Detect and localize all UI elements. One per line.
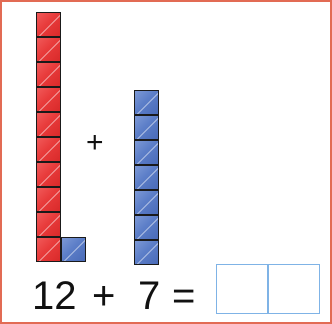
operator-plus: + xyxy=(92,276,115,316)
addend-b: 7 xyxy=(138,276,160,316)
blue-unit-cube xyxy=(61,237,86,262)
answer-ones-box[interactable] xyxy=(268,264,320,314)
addend-a: 12 xyxy=(32,276,77,316)
equals-sign: = xyxy=(172,276,195,316)
plus-symbol: + xyxy=(86,128,104,158)
blue-unit-cube xyxy=(134,115,159,140)
red-unit-cube xyxy=(36,237,61,262)
red-unit-cube xyxy=(36,87,61,112)
red-unit-cube xyxy=(36,137,61,162)
red-ten-rod xyxy=(36,12,61,262)
red-unit-cube xyxy=(36,212,61,237)
red-unit-cube xyxy=(36,12,61,37)
red-unit-cube xyxy=(36,37,61,62)
red-unit-cube xyxy=(36,187,61,212)
answer-tens-box[interactable] xyxy=(216,264,268,314)
blue-seven-rod xyxy=(134,90,159,265)
blue-unit-cube xyxy=(134,190,159,215)
blue-unit-cube xyxy=(134,215,159,240)
blue-single-cube xyxy=(61,237,86,262)
blue-unit-cube xyxy=(134,240,159,265)
red-unit-cube xyxy=(36,112,61,137)
red-unit-cube xyxy=(36,162,61,187)
blue-unit-cube xyxy=(134,165,159,190)
red-unit-cube xyxy=(36,62,61,87)
blue-unit-cube xyxy=(134,140,159,165)
blue-unit-cube xyxy=(134,90,159,115)
